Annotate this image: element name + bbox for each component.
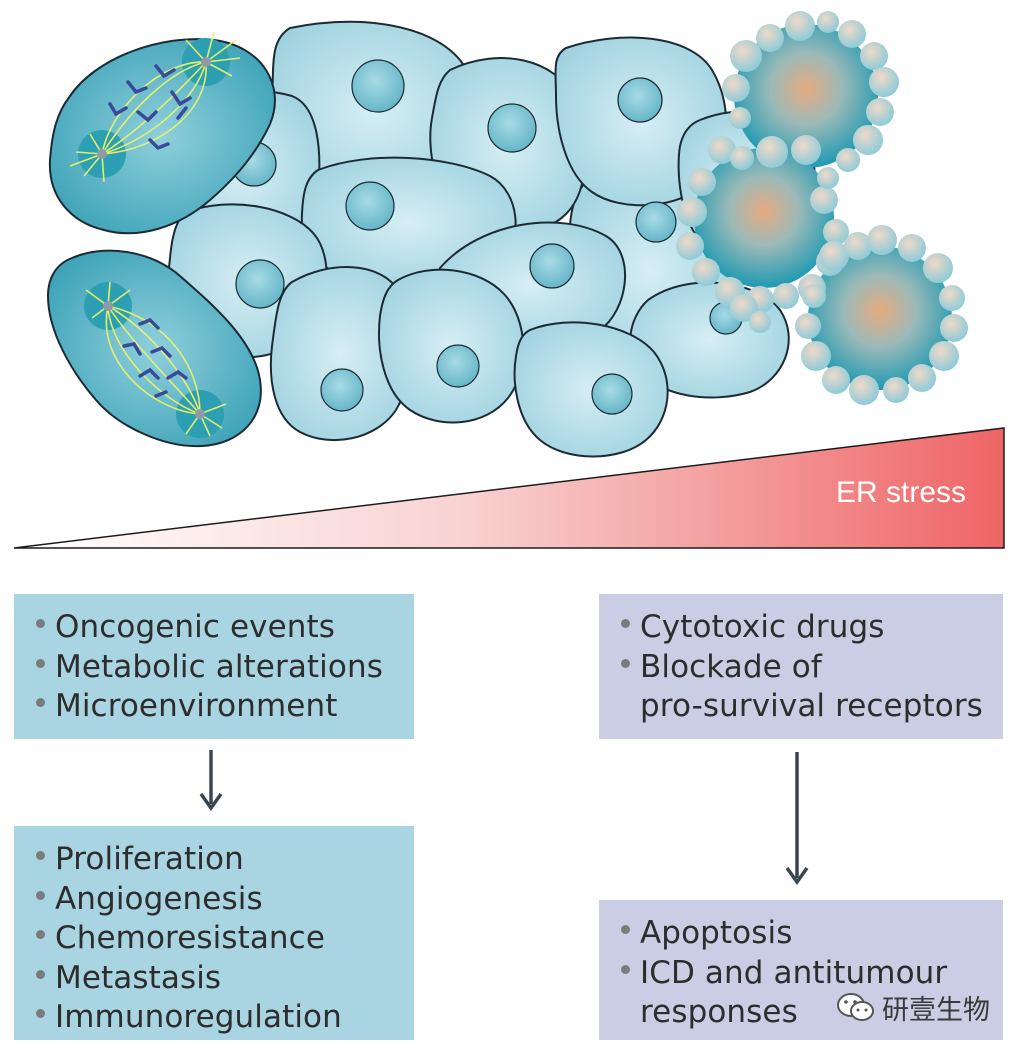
death-box: Apoptosis ICD and antitumour responses [599, 900, 1003, 1040]
cell [269, 266, 413, 442]
arrow-right-down [785, 752, 809, 886]
bullet [36, 890, 45, 900]
watermark-text: 研壹生物 [882, 995, 990, 1026]
outcomes-box: Proliferation Angiogenesis Chemoresistan… [14, 826, 414, 1040]
nuclei [231, 59, 743, 415]
er-stress-gradient-wedge [13, 427, 1005, 549]
list-item: Metastasis [36, 959, 414, 999]
arrow-left-down [199, 750, 223, 812]
list-item: Chemoresistance [36, 919, 414, 959]
list-item: Angiogenesis [36, 880, 414, 920]
bullet [621, 925, 630, 935]
list-item: Oncogenic events [36, 608, 414, 648]
cell [513, 321, 669, 458]
apoptotic-cells [676, 11, 968, 405]
bullet [36, 930, 45, 940]
cell-illustration [13, 11, 1005, 549]
mitotic-cell [48, 31, 276, 235]
list-item: Apoptosis [621, 914, 1003, 954]
therapies-box: Cytotoxic drugs Blockade of pro-survival… [599, 594, 1003, 739]
bullet [36, 851, 45, 861]
er-stress-label: ER stress [836, 476, 967, 509]
list-item: Cytotoxic drugs [621, 608, 1003, 648]
bullet [36, 698, 45, 708]
watermark: 研壹生物 [836, 988, 990, 1027]
triggers-box: Oncogenic events Metabolic alterations M… [14, 594, 414, 739]
list-item: ICD and antitumour [621, 954, 1003, 994]
list-item: Proliferation [36, 840, 414, 880]
list-item: Blockade of [621, 648, 1003, 688]
list-item: Metabolic alterations [36, 648, 414, 688]
list-item-continuation: responses [640, 994, 798, 1030]
bullet [36, 1009, 45, 1019]
bullet [36, 969, 45, 979]
mitotic-cell [46, 249, 262, 448]
bullet [36, 619, 45, 629]
bullet [621, 964, 630, 974]
wechat-icon [837, 992, 874, 1021]
list-item: Immunoregulation [36, 998, 414, 1038]
list-item: Microenvironment [36, 687, 414, 727]
bullet [621, 619, 630, 629]
bullet [621, 658, 630, 668]
bullet [36, 658, 45, 668]
list-item-continuation: pro-survival receptors [640, 688, 983, 724]
